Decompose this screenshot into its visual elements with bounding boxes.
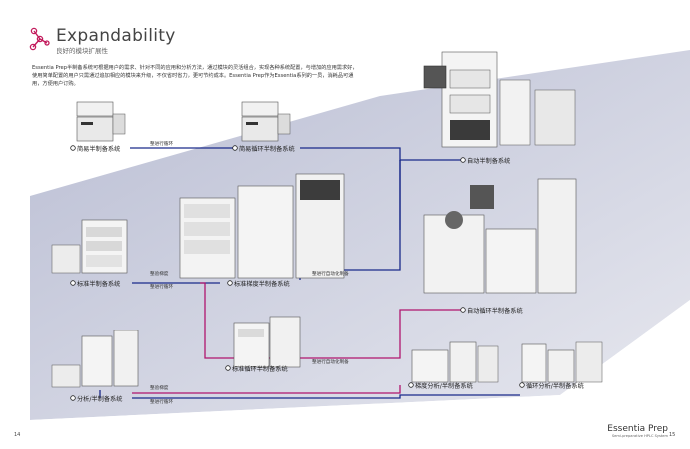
connector-label: 整验梯度 <box>150 386 169 391</box>
connector-label: 整验梯度 <box>150 272 169 277</box>
intro-paragraph: Essentia Prep半制备系统可根据用户的需求、针对不同的应用和分析方法，… <box>32 65 358 87</box>
connector-label: 整进行自动化制备 <box>312 272 349 277</box>
instrument-auto-recycle <box>423 178 577 294</box>
instrument-standard-gradient <box>179 173 345 279</box>
page-number-right: 15 <box>669 432 676 438</box>
label-standard: 标准半制备系统 <box>77 281 121 288</box>
label-standard-recycle: 标准循环半制备系统 <box>232 366 288 373</box>
brand-name: Essentia Prep <box>607 424 668 434</box>
connector-label: 整进行自动化制备 <box>312 360 349 365</box>
page-number-left: 14 <box>14 432 21 438</box>
label-analytical: 分析/半制备系统 <box>77 396 123 403</box>
instrument-auto <box>423 51 576 148</box>
label-simple-recycle: 简易循环半制备系统 <box>239 146 295 153</box>
instrument-standard <box>51 219 128 274</box>
connector-label: 整进行循环 <box>150 142 173 147</box>
connector-label: 整进行循环 <box>150 400 173 405</box>
label-simple: 简易半制备系统 <box>77 146 121 153</box>
instrument-standard-recycle <box>233 316 301 368</box>
label-recycle-analytical: 循环分析/半制备系统 <box>526 383 584 390</box>
page-title: Expandability <box>56 26 176 46</box>
label-auto-recycle: 自动循环半制备系统 <box>467 308 523 315</box>
instrument-gradient-analytical <box>411 341 499 383</box>
instrument-simple <box>76 101 126 142</box>
instrument-analytical <box>51 330 139 388</box>
page-subtitle: 良好的模块扩展性 <box>56 47 108 55</box>
molecule-icon <box>29 27 50 51</box>
brand-subtitle: Semi-preparative HPLC System <box>611 434 668 438</box>
label-auto: 自动半制备系统 <box>467 158 511 165</box>
label-gradient-analytical: 梯度分析/半制备系统 <box>415 383 473 390</box>
instrument-recycle-analytical <box>521 341 603 383</box>
label-standard-gradient: 标准梯度半制备系统 <box>234 281 290 288</box>
instrument-simple-recycle <box>241 101 291 142</box>
connector-label: 整进行循环 <box>150 285 173 290</box>
